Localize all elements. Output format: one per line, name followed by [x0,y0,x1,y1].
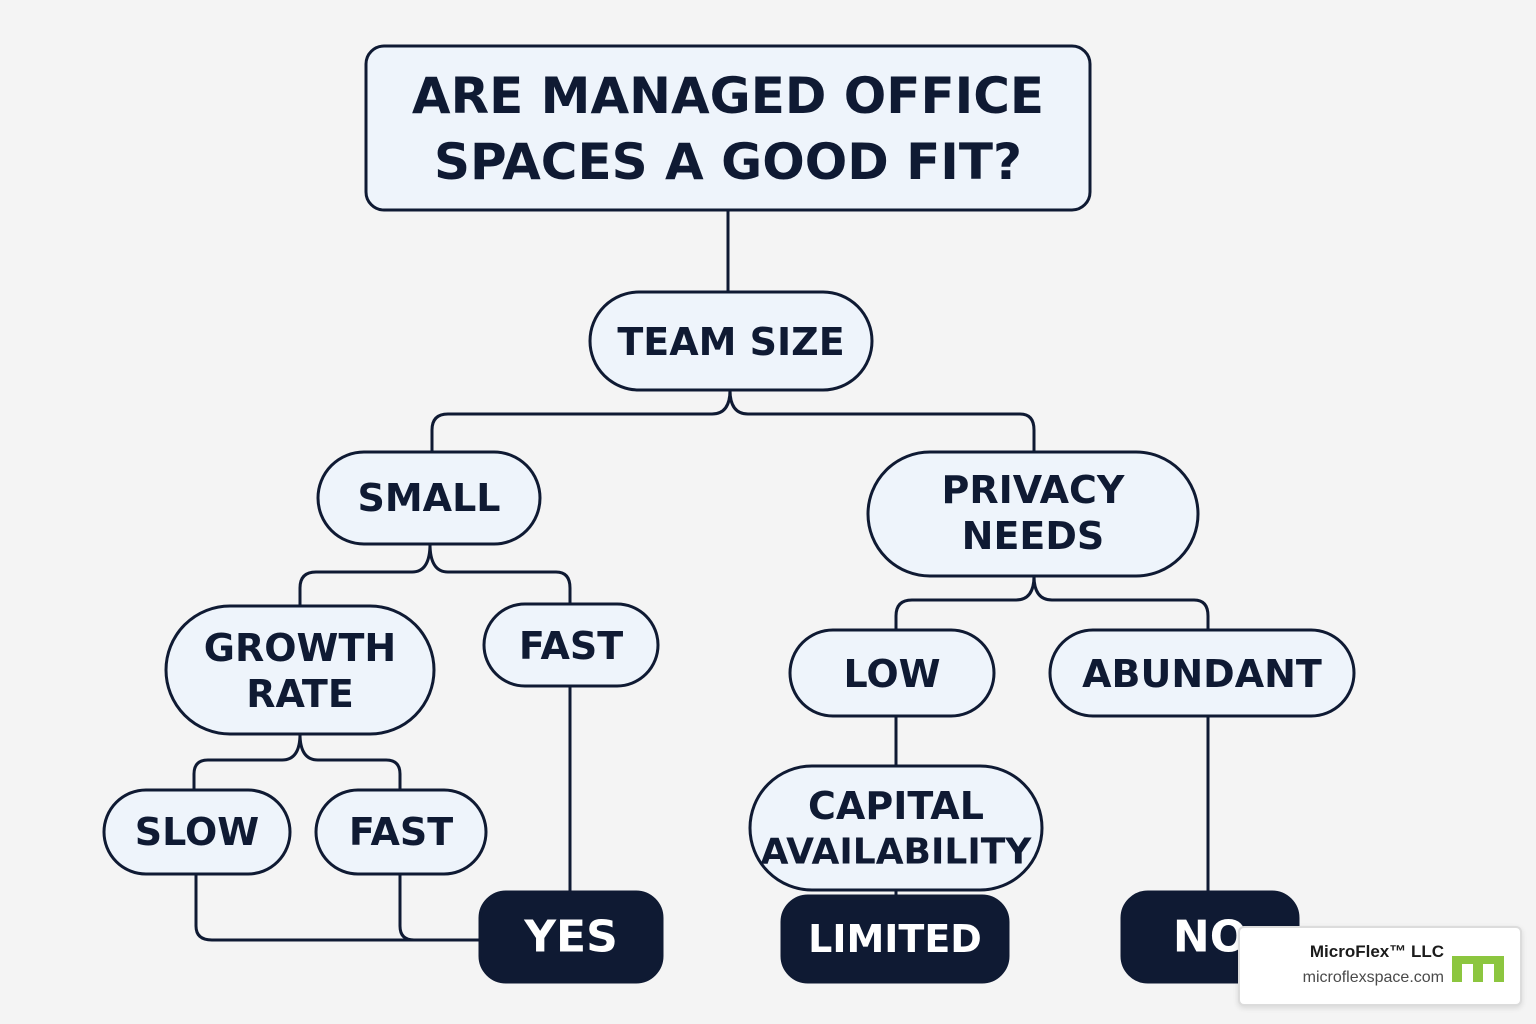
edge-team-branch [430,389,1036,452]
capital-line-2: AVAILABILITY [761,832,1033,873]
privacy-line-2: NEEDS [962,514,1105,558]
node-capital-availability: CAPITAL AVAILABILITY [748,764,1044,892]
company-name: MicroFlex™ LLC [1309,942,1444,961]
node-abundant: ABUNDANT [1048,628,1356,718]
fast-top-label: FAST [519,624,623,668]
edge-small-branch [298,543,572,606]
node-slow: SLOW [102,788,292,876]
edge-privacy-branch [894,575,1210,630]
node-growth-rate: GROWTH RATE [164,604,436,736]
privacy-line-1: PRIVACY [942,468,1125,512]
node-team-size: TEAM SIZE [588,290,874,392]
title-line-1: ARE MANAGED OFFICE [412,67,1044,125]
low-label: LOW [843,652,940,696]
company-url: microflexspace.com [1302,969,1444,986]
no-label: NO [1173,912,1247,963]
slow-label: SLOW [135,810,259,854]
team-size-label: TEAM SIZE [617,320,844,364]
outcome-limited: LIMITED [780,894,1010,984]
node-small: SMALL [316,450,542,546]
outcome-yes: YES [478,890,664,984]
title-box: ARE MANAGED OFFICE SPACES A GOOD FIT? [364,44,1092,212]
company-logo-card: MicroFlex™ LLC microflexspace.com [1238,926,1522,1006]
edge-slow-fast-to-yes [194,874,480,942]
node-low: LOW [788,628,996,718]
growth-line-2: RATE [246,672,354,716]
edge-growth-branch [192,733,402,790]
connectors [192,210,1210,942]
node-privacy-needs: PRIVACY NEEDS [866,450,1200,578]
yes-label: YES [523,912,618,963]
node-fast-top: FAST [482,602,660,688]
growth-line-1: GROWTH [204,626,396,670]
limited-label: LIMITED [808,917,982,961]
title-line-2: SPACES A GOOD FIT? [434,133,1022,191]
abundant-label: ABUNDANT [1082,652,1322,696]
capital-line-1: CAPITAL [808,784,984,828]
microflex-logo-icon [1452,956,1504,982]
node-fast-bottom: FAST [314,788,488,876]
small-label: SMALL [357,476,500,520]
fast-bottom-label: FAST [349,810,453,854]
